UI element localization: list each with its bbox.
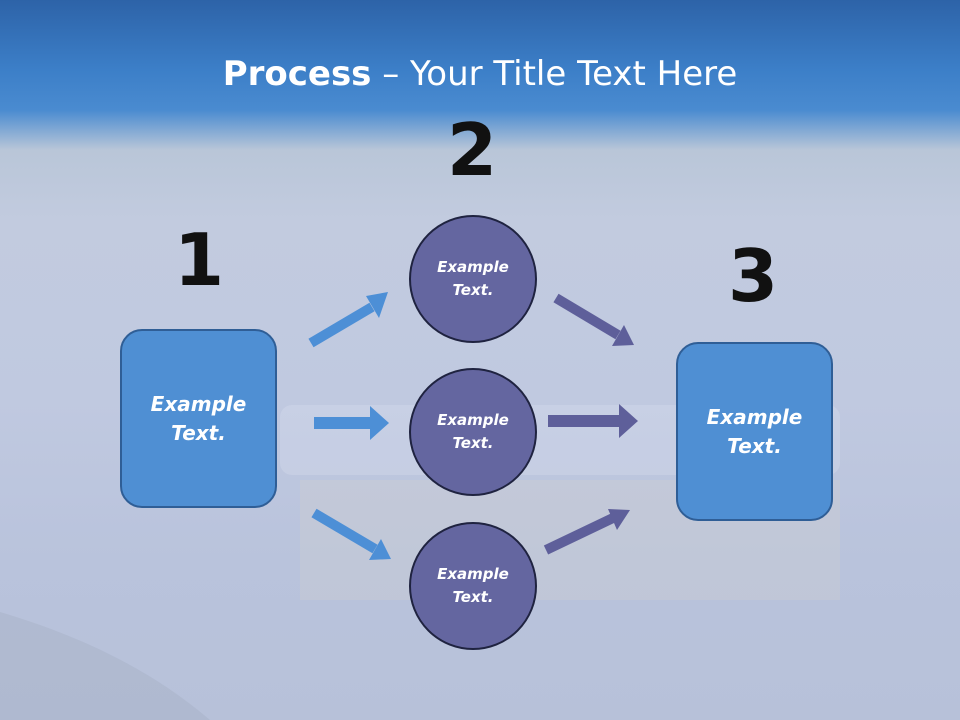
process-box-end: Example Text. xyxy=(676,342,833,521)
arrow-bottom-to-right xyxy=(543,509,630,555)
process-box-start-text: Example Text. xyxy=(150,391,247,445)
slide-title: Process – Your Title Text Here xyxy=(0,52,960,96)
arrow-top-to-right xyxy=(553,293,634,346)
process-circle-middle: Example Text. xyxy=(409,368,537,496)
process-box-end-text: Example Text. xyxy=(706,404,803,458)
process-box-start: Example Text. xyxy=(120,329,277,508)
process-circle-top-text: Example Text. xyxy=(437,258,509,299)
arrow-left-to-bottom xyxy=(311,508,391,560)
arrow-left-to-top xyxy=(308,292,388,348)
arrow-left-to-middle xyxy=(314,406,389,440)
step-number-3: 3 xyxy=(727,234,779,318)
step-number-2: 2 xyxy=(446,108,498,192)
arrow-middle-to-right xyxy=(548,404,638,438)
process-circle-bottom: Example Text. xyxy=(409,522,537,650)
process-circle-top: Example Text. xyxy=(409,215,537,343)
process-circle-middle-text: Example Text. xyxy=(437,411,509,452)
step-number-1: 1 xyxy=(173,218,225,302)
process-circle-bottom-text: Example Text. xyxy=(437,565,509,606)
title-bold: Process xyxy=(222,54,372,94)
title-rest: – Your Title Text Here xyxy=(371,54,738,94)
shoreline-shape xyxy=(0,612,210,720)
